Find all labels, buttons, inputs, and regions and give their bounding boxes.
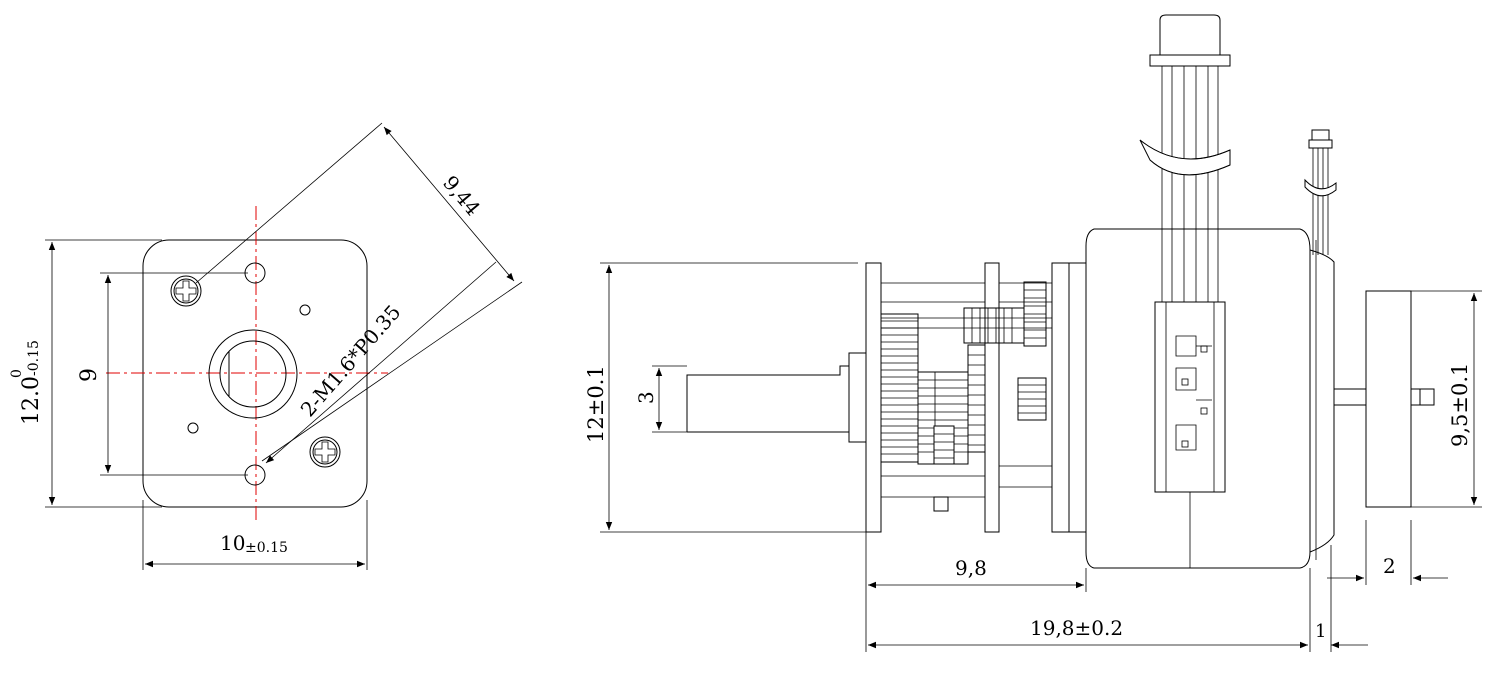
main-cable-plug [1149, 54, 1231, 67]
motor-connector-block [1154, 301, 1226, 493]
screw-icon [309, 436, 341, 468]
output-shaft-boss [848, 352, 867, 443]
gearbox-rear-plate [1051, 262, 1070, 533]
small-hole-left [187, 422, 199, 434]
motor-end-cap [1309, 249, 1335, 553]
dim-width-tol: ±0.15 [245, 540, 288, 556]
screw-icon [170, 275, 202, 307]
side-view: 12±0.1 3 9,8 19,8±0.2 1 2 9,5±0 [584, 14, 1482, 652]
dim-rear-offset: 2 [1383, 554, 1396, 578]
dim-gearbox-length: 9,8 [955, 556, 987, 580]
output-shaft [686, 365, 849, 433]
dim-width-base: 10 [220, 531, 245, 555]
gear-stack-6 [1017, 377, 1047, 421]
small-cable-plug [1308, 139, 1333, 149]
dim-flange: 1 [1315, 621, 1326, 642]
small-cable-connector [1311, 129, 1330, 141]
dim-diagonal: 9,44 [438, 171, 485, 221]
main-cable [1139, 14, 1231, 302]
thread-leader-line [265, 261, 497, 464]
front-view: 12.0 0 -0.15 9 10 ±0.15 9,44 2-M1.6*P0 [9, 122, 523, 570]
dim-height-base: 12.0 [19, 376, 44, 425]
dim-shaft-dia: 3 [634, 391, 658, 404]
gear-stack-5 [1023, 281, 1047, 347]
dim-height-tol-upper: 0 [9, 369, 25, 378]
shaft-boss-inner [219, 340, 287, 408]
gear-stack-2 [917, 371, 969, 465]
dim-gear-height: 12±0.1 [584, 365, 608, 443]
rear-encoder-wheel [1365, 290, 1412, 508]
gear-stack-3 [967, 344, 986, 453]
dim-total-length: 19,8±0.2 [1030, 616, 1123, 640]
diagonal-dimension-line [383, 126, 515, 282]
small-cable [1304, 129, 1337, 255]
small-hole-right [299, 304, 311, 316]
motor-can [1085, 228, 1311, 569]
main-cable-connector [1159, 14, 1221, 55]
dim-hole-spacing: 9 [77, 368, 102, 382]
dim-height-tol-lower: -0.15 [26, 340, 42, 376]
shaft-boss-outer [208, 329, 298, 419]
gearbox-middle-plate [984, 262, 1000, 533]
dim-motor-dia: 9,5±0.1 [1448, 363, 1472, 447]
gearbox-front-plate [865, 262, 882, 533]
gear-stack-1 [880, 313, 919, 463]
thread-spec-label: 2-M1.6*P0.35 [296, 300, 406, 421]
